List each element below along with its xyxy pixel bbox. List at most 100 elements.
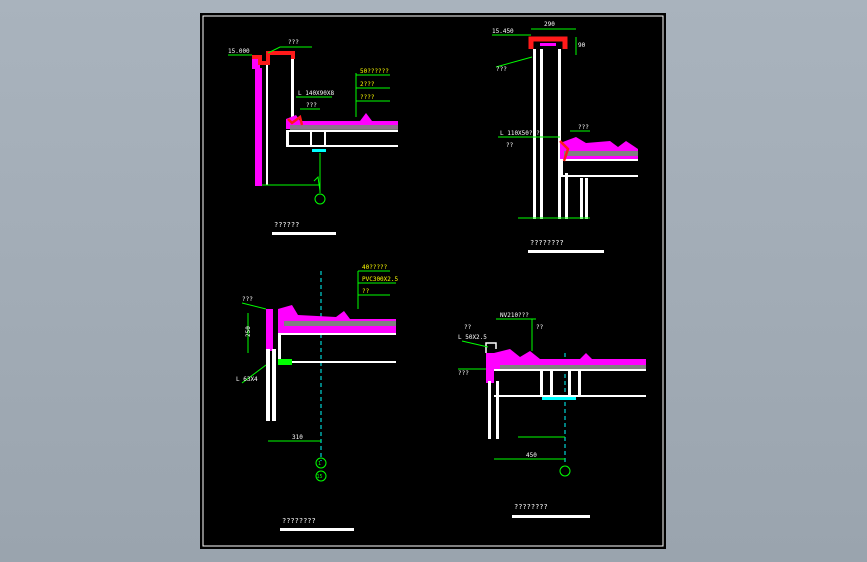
- detail-2-post-3: [558, 49, 561, 219]
- detail-3-post-1: [266, 349, 270, 421]
- detail-2-post-4: [565, 173, 568, 219]
- detail-1-wall-top: [252, 55, 260, 69]
- detail-3-axis-marker-1: 1: [318, 461, 321, 467]
- detail-3-leader-side: [241, 302, 267, 310]
- detail-1-wall: [255, 68, 262, 186]
- detail-1-post-right: [291, 59, 294, 117]
- detail-3: 1 15 ??? 250 40????? PVC300X2.5 ?? L 63X…: [236, 264, 399, 531]
- detail-4-roof-membrane: [494, 349, 646, 369]
- detail-2-elevation-text: 15.450: [492, 28, 514, 35]
- detail-3-axis-bubble-1: [315, 457, 327, 469]
- detail-1-title-underline: [272, 232, 336, 235]
- detail-3-width-dim: 310: [292, 434, 303, 441]
- detail-1-flashing: [287, 114, 304, 126]
- detail-4-rib-2: [550, 371, 553, 395]
- detail-1-slab-top: [286, 130, 398, 132]
- detail-1-leader-top: [267, 46, 312, 54]
- detail-4-post-2: [496, 381, 499, 439]
- detail-1-axis-bubble: [314, 193, 326, 205]
- detail-3-roof-membrane: [278, 305, 396, 333]
- detail-3-side-note: ???: [242, 296, 253, 303]
- detail-1-mid-note: ???: [306, 102, 317, 109]
- detail-1-top-note: ???: [288, 39, 299, 46]
- detail-4-cap: [485, 342, 497, 353]
- detail-2-slab-top: [560, 159, 638, 161]
- detail-4-note-1: ??: [464, 324, 472, 331]
- detail-1-title: ??????: [274, 221, 299, 229]
- detail-4-slab-bottom: [494, 395, 646, 397]
- detail-2-slab-end: [560, 161, 563, 175]
- detail-3-slab-end: [278, 335, 281, 361]
- detail-2-slab-bottom: [560, 175, 638, 177]
- detail-2-angle-sub: ??: [506, 142, 514, 149]
- detail-3-layer-1: 40?????: [362, 264, 388, 271]
- detail-4-top-label: NV210???: [500, 312, 529, 319]
- detail-1-angle-label: L 140X90X8: [298, 90, 335, 97]
- detail-4-slab-top: [494, 369, 646, 371]
- detail-2-post-2: [540, 49, 543, 219]
- detail-2-flashing: [559, 140, 570, 162]
- detail-2-coping-inner: [540, 43, 556, 46]
- detail-1-slab-end: [286, 132, 289, 145]
- detail-3-axis-marker-2: 15: [317, 474, 323, 480]
- detail-1-coping: [252, 51, 295, 65]
- detail-4-insulation: [500, 365, 646, 369]
- detail-2-angle-label: L 110X50?.?: [500, 130, 540, 137]
- detail-1-post-left: [266, 65, 268, 185]
- detail-1: 15.000 ??? L 140X90X8 50?????? 2??? ????…: [228, 39, 398, 235]
- detail-2: 290 15.450 90 ??? L 110X50?.? ?? ??? ???…: [492, 21, 638, 253]
- detail-2-post-1: [533, 49, 536, 219]
- detail-1-rib-1: [310, 132, 312, 147]
- detail-1-layer-3: ????: [360, 94, 375, 101]
- detail-3-leader-angle: [241, 364, 267, 384]
- detail-1-insulation: [290, 125, 398, 130]
- detail-3-post-2: [272, 349, 276, 421]
- detail-4-axis-bubble: [559, 465, 571, 477]
- detail-3-wall: [266, 309, 273, 351]
- detail-4-rib-3: [568, 371, 571, 395]
- detail-3-slab-bottom: [278, 361, 396, 363]
- detail-1-rib-2: [324, 132, 326, 147]
- detail-4-rib-4: [578, 371, 581, 395]
- detail-4-width-dim: 450: [526, 452, 537, 459]
- detail-4-wall: [486, 353, 494, 383]
- sheet-frame: [202, 15, 664, 547]
- detail-3-title-underline: [280, 528, 354, 531]
- detail-3-angle-steel: [278, 359, 292, 365]
- detail-2-post-6: [585, 178, 588, 219]
- detail-3-insulation: [284, 321, 396, 326]
- detail-3-slab-top: [278, 333, 396, 335]
- detail-3-height-dim: 250: [245, 326, 252, 337]
- detail-2-width-dim: 290: [544, 21, 555, 28]
- detail-2-insulation: [564, 151, 638, 156]
- detail-3-layer-2: PVC300X2.5: [362, 276, 399, 283]
- drawing-sheet: 15.000 ??? L 140X90X8 50?????? 2??? ????…: [200, 13, 666, 549]
- detail-1-plate: [312, 149, 326, 152]
- detail-1-layer-1: 50??????: [360, 68, 389, 75]
- detail-2-left-note: ???: [496, 66, 507, 73]
- detail-2-title-underline: [528, 250, 604, 253]
- detail-1-break-mark: [313, 175, 321, 192]
- detail-4: NV210??? ?? ?? L 50X2.5 ??? 450 ????????: [458, 312, 646, 518]
- detail-4-title-underline: [512, 515, 590, 518]
- detail-2-leader-left: [495, 56, 533, 68]
- detail-4-rib-1: [540, 371, 543, 395]
- drawing-canvas: 15.000 ??? L 140X90X8 50?????? 2??? ????…: [202, 15, 664, 547]
- detail-2-post-5: [580, 178, 583, 219]
- detail-1-slab-bottom: [286, 145, 398, 147]
- detail-4-note-2: ??: [536, 324, 544, 331]
- detail-4-angle-label: L 50X2.5: [458, 334, 487, 341]
- detail-4-post-1: [488, 381, 491, 439]
- detail-2-height-dim: 90: [578, 42, 586, 49]
- detail-3-title: ????????: [282, 517, 316, 525]
- detail-2-coping: [528, 36, 568, 49]
- detail-4-leader-angle: [461, 340, 489, 348]
- detail-1-elevation-text: 15.000: [228, 48, 250, 55]
- detail-1-layer-2: 2???: [360, 81, 375, 88]
- detail-4-left-note: ???: [458, 370, 469, 377]
- detail-3-axis-bubble-2: [315, 470, 327, 482]
- detail-4-plate: [542, 397, 576, 400]
- detail-3-angle-label: L 63X4: [236, 376, 258, 383]
- detail-2-mid-note: ???: [578, 124, 589, 131]
